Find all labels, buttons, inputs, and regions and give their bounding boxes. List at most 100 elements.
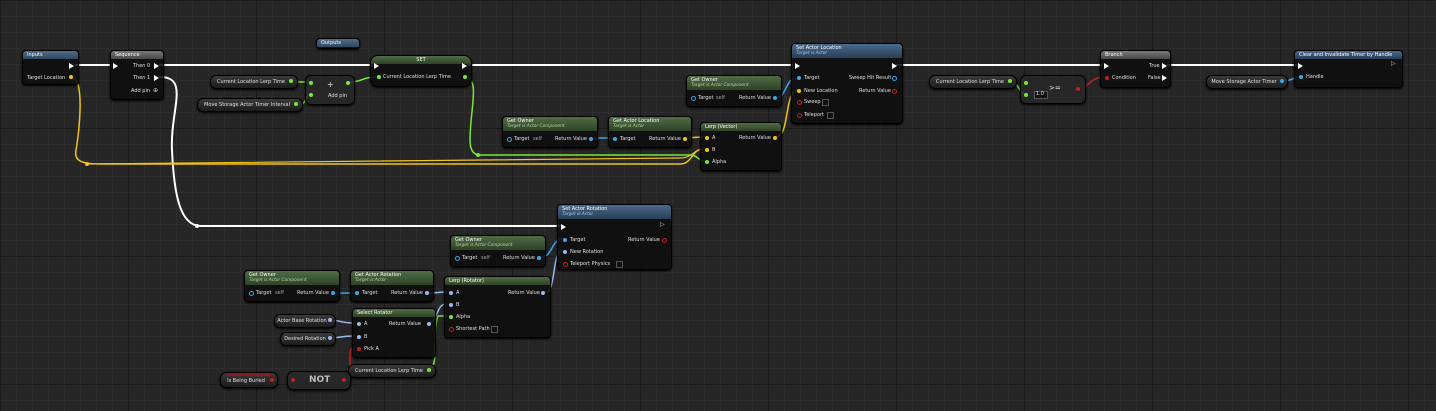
value-input[interactable] <box>1034 91 1048 99</box>
bool-in-pin[interactable] <box>563 262 568 267</box>
bool-in-pin[interactable] <box>291 378 295 382</box>
bool-out-pin[interactable] <box>270 378 274 382</box>
float-in-pin[interactable] <box>309 93 313 97</box>
rotator-in-pin[interactable] <box>357 335 361 339</box>
rotator-in-pin[interactable] <box>449 303 453 307</box>
node-greater-equal[interactable]: 1.0 >= <box>1020 75 1086 104</box>
float-in-pin[interactable] <box>449 315 453 319</box>
node-add[interactable]: + Add pin <box>305 75 355 105</box>
vector-in-pin[interactable] <box>705 148 709 152</box>
exec-out-pin[interactable] <box>154 63 159 69</box>
float-in-pin[interactable] <box>1024 93 1028 97</box>
exec-in-pin[interactable] <box>795 63 800 69</box>
var-is-being-buried[interactable]: Is Being Buried <box>220 372 278 388</box>
exec-out-pin[interactable] <box>1162 63 1167 69</box>
value-text[interactable]: 1.0 <box>1036 91 1044 97</box>
float-out-pin[interactable] <box>427 368 431 372</box>
exec-out-pin[interactable] <box>69 63 74 69</box>
bool-out-pin[interactable] <box>892 89 897 94</box>
bool-in-pin[interactable] <box>797 100 802 105</box>
var-current-location-lerp-time[interactable]: Current Location Lerp Time <box>348 364 436 378</box>
float-out-pin[interactable] <box>289 79 293 83</box>
object-in-pin[interactable] <box>691 96 696 101</box>
bool-out-pin[interactable] <box>662 238 667 243</box>
vector-in-pin[interactable] <box>705 136 709 140</box>
rotator-in-pin[interactable] <box>357 322 361 326</box>
var-move-storage-actor-timer[interactable]: Move Storage Actor Timer <box>1206 75 1288 89</box>
rotator-in-pin[interactable] <box>449 291 453 295</box>
vector-out-pin[interactable] <box>773 136 777 140</box>
var-move-storage-actor-timer-interval[interactable]: Move Storage Actor Timer Interval <box>197 98 303 112</box>
object-in-pin[interactable] <box>507 137 512 142</box>
float-out-pin[interactable] <box>1008 79 1012 83</box>
object-in-pin[interactable] <box>355 291 359 295</box>
teleport-checkbox[interactable] <box>616 261 623 268</box>
node-branch[interactable]: Branch True Condition False <box>1100 50 1171 88</box>
object-in-pin[interactable] <box>249 291 254 296</box>
node-sequence[interactable]: Sequence Then 0 Then 1 Add pin ⊕ <box>110 50 164 100</box>
rotator-out-pin[interactable] <box>427 322 431 326</box>
add-pin-button[interactable]: Add pin <box>131 88 151 94</box>
bool-in-pin[interactable] <box>357 347 361 351</box>
node-lerp-vector[interactable]: Lerp (Vector) A Return Value B Alpha <box>700 122 782 171</box>
exec-out-pin[interactable] <box>462 63 467 69</box>
object-out-pin[interactable] <box>589 137 593 141</box>
var-current-location-lerp-time[interactable]: Current Location Lerp Time <box>210 75 298 89</box>
vector-out-pin[interactable] <box>69 75 73 79</box>
add-pin-button[interactable]: Add pin <box>328 93 348 99</box>
bool-in-pin[interactable] <box>449 327 454 332</box>
bool-in-pin[interactable] <box>797 113 802 118</box>
object-in-pin[interactable] <box>613 137 617 141</box>
bool-out-pin[interactable] <box>342 378 346 382</box>
exec-out-pin[interactable] <box>154 75 159 81</box>
object-out-pin[interactable] <box>537 256 541 260</box>
float-out-pin[interactable] <box>463 75 467 79</box>
float-in-pin[interactable] <box>1024 81 1028 85</box>
var-current-location-lerp-time[interactable]: Current Location Lerp Time <box>929 75 1017 89</box>
object-out-pin[interactable] <box>773 96 777 100</box>
exec-out-pin[interactable] <box>892 63 897 69</box>
exec-in-pin[interactable] <box>1104 63 1109 69</box>
float-out-pin[interactable] <box>346 81 350 85</box>
node-inputs[interactable]: Inputs Target Location <box>22 50 79 85</box>
add-pin-icon[interactable]: ⊕ <box>153 87 159 94</box>
rotator-out-pin[interactable] <box>541 291 545 295</box>
bool-out-pin[interactable] <box>1076 87 1080 91</box>
node-not[interactable]: NOT <box>287 371 351 390</box>
struct-out-pin[interactable] <box>892 76 897 81</box>
node-lerp-rotator[interactable]: Lerp (Rotator) A Return Value B Alpha Sh… <box>444 276 551 338</box>
object-in-pin[interactable] <box>563 238 567 242</box>
rotator-out-pin[interactable] <box>425 291 429 295</box>
rotator-out-pin[interactable] <box>328 318 332 322</box>
shortest-path-checkbox[interactable] <box>491 326 498 333</box>
float-out-pin[interactable] <box>294 102 298 106</box>
float-in-pin[interactable] <box>377 75 381 79</box>
node-select-rotator[interactable]: Select Rotator A Return Value B Pick A <box>352 308 436 358</box>
teleport-checkbox[interactable] <box>827 112 834 119</box>
exec-out-icon[interactable]: ▷ <box>660 221 665 228</box>
exec-in-pin[interactable] <box>113 63 118 69</box>
object-in-pin[interactable] <box>797 76 801 80</box>
var-actor-base-rotation[interactable]: Actor Base Rotation <box>274 314 336 328</box>
rotator-in-pin[interactable] <box>563 250 567 254</box>
object-in-pin[interactable] <box>455 256 460 261</box>
exec-out-pin[interactable] <box>1162 75 1167 81</box>
rotator-out-pin[interactable] <box>328 336 332 340</box>
struct-in-pin[interactable] <box>1299 75 1303 79</box>
vector-in-pin[interactable] <box>797 89 801 93</box>
float-in-pin[interactable] <box>309 81 313 85</box>
bool-in-pin[interactable] <box>1105 76 1109 80</box>
sweep-checkbox[interactable] <box>822 99 829 106</box>
exec-in-pin[interactable] <box>1298 63 1303 69</box>
object-out-pin[interactable] <box>331 291 335 295</box>
node-outputs[interactable]: Outputs <box>316 38 360 49</box>
exec-out-icon[interactable]: ▷ <box>1391 60 1396 67</box>
